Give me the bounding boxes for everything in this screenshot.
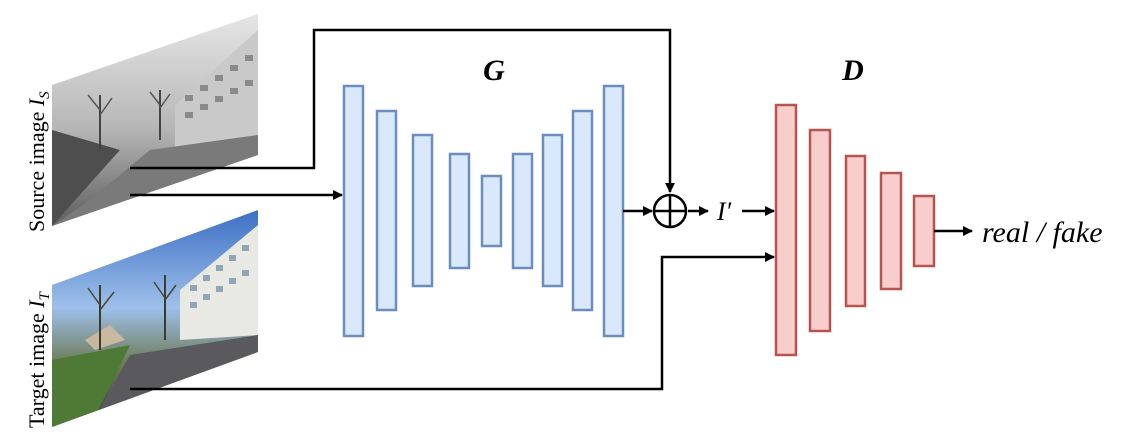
generator-layer — [342, 84, 365, 338]
generator-layer — [541, 133, 564, 288]
discriminator-layer — [844, 154, 867, 308]
source-image-label: Source image IS — [24, 91, 53, 232]
generator-layer — [448, 152, 471, 270]
target-image — [52, 210, 258, 427]
generator-layer — [375, 109, 398, 312]
source-skip-connection — [130, 28, 675, 193]
generator-layer — [571, 109, 594, 312]
connections — [130, 28, 973, 391]
discriminator-network — [774, 103, 936, 357]
circle-plus-icon — [652, 193, 688, 229]
target-to-discriminator-connection — [130, 252, 775, 391]
output-image-label: I′ — [716, 197, 732, 226]
generator-network — [342, 84, 625, 338]
discriminator-layer — [879, 171, 903, 291]
discriminator-layer — [912, 194, 936, 268]
generator-layer — [602, 84, 625, 338]
generator-label: G — [483, 54, 505, 87]
discriminator-layer — [774, 103, 798, 357]
generator-layer — [411, 133, 434, 288]
real-fake-output-label: real / fake — [982, 216, 1103, 249]
target-image-label: Target image IT — [24, 290, 53, 428]
generator-layer — [480, 174, 503, 248]
discriminator-label: D — [841, 54, 864, 87]
generator-layer — [511, 152, 534, 270]
discriminator-layer — [808, 128, 832, 333]
